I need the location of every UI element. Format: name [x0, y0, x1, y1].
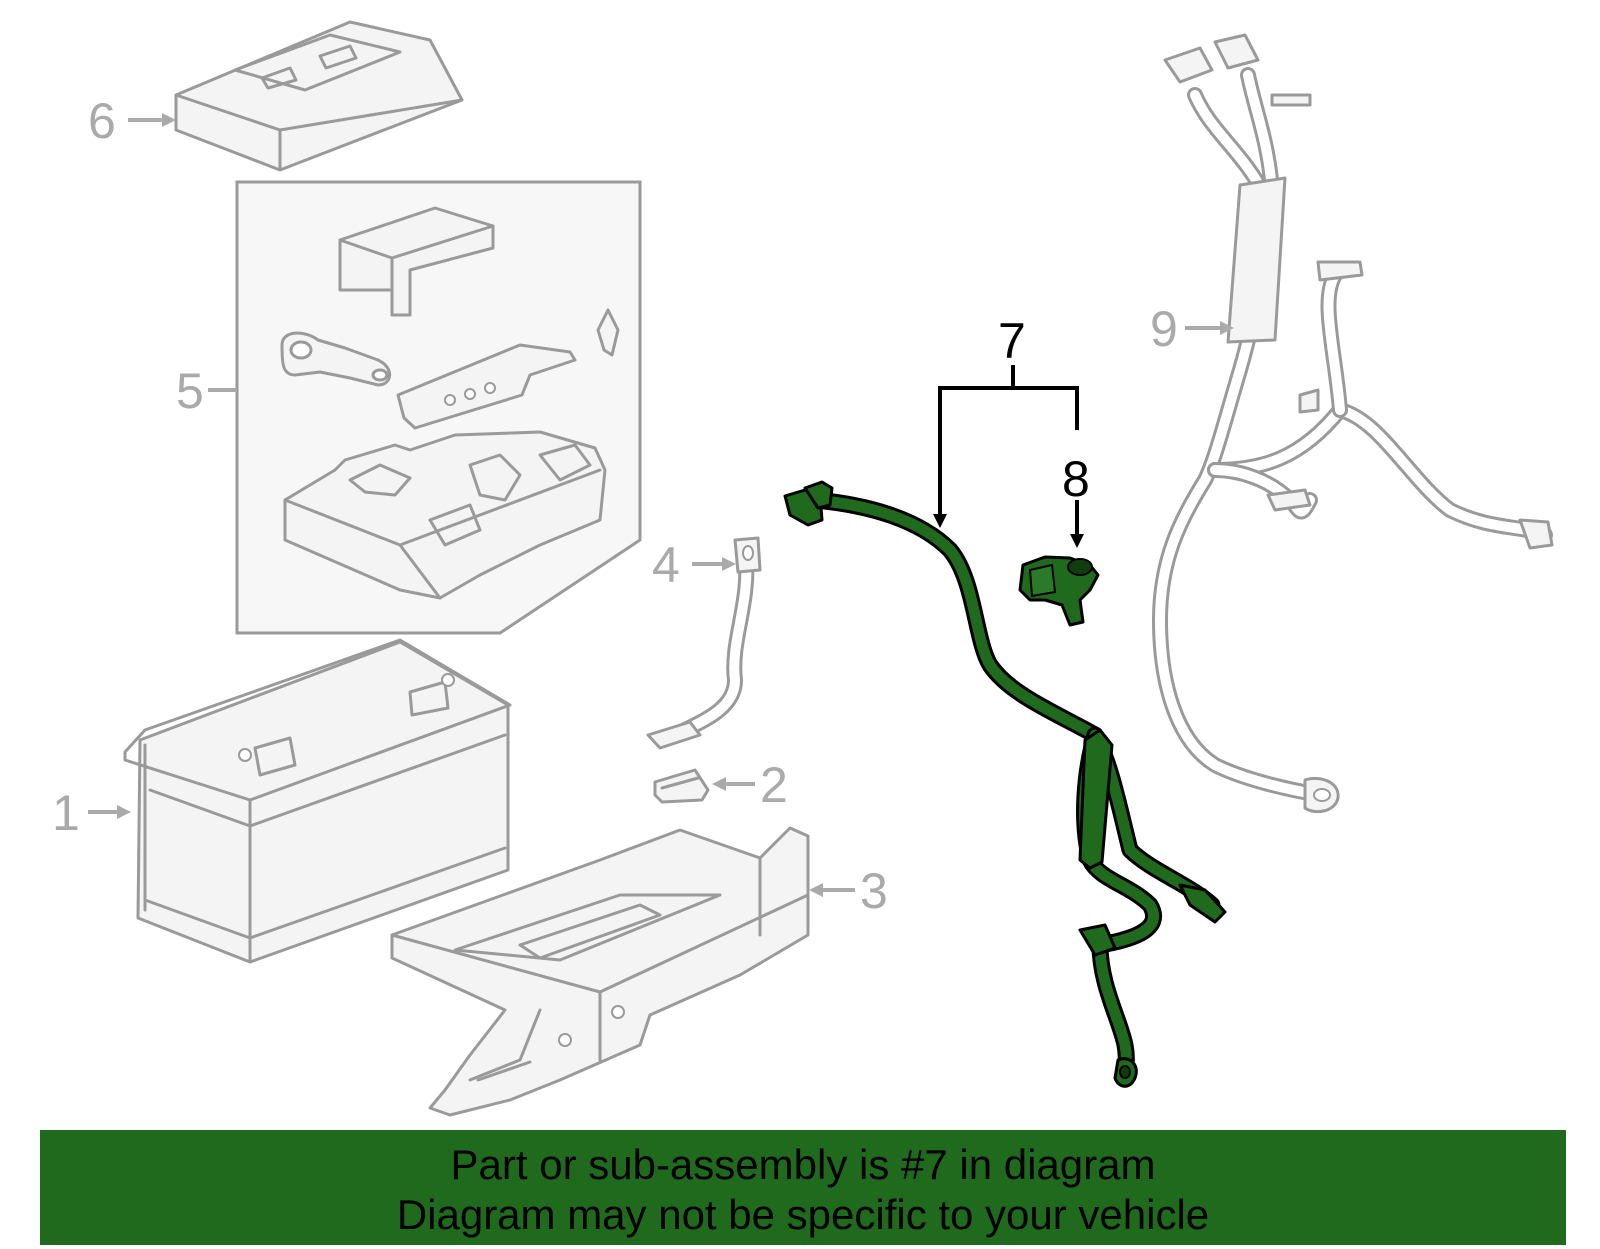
banner-line-2: Diagram may not be specific to your vehi… [396, 1191, 1210, 1238]
part-1-battery[interactable] [123, 638, 512, 964]
part-5-fuse-box[interactable] [235, 180, 642, 635]
callout-2: 2 [760, 757, 788, 813]
callout-9: 9 [1150, 301, 1178, 357]
callout-3: 3 [860, 863, 888, 919]
callout-4: 4 [652, 537, 680, 593]
callout-8: 8 [1062, 451, 1090, 507]
callout-labels: 6 5 4 2 1 3 9 7 8 [52, 93, 1178, 919]
part-9-harness[interactable] [1152, 33, 1554, 814]
info-banner: Part or sub-assembly is #7 in diagram Di… [40, 1130, 1566, 1245]
callout-7: 7 [998, 313, 1026, 369]
banner-line-1: Part or sub-assembly is #7 in diagram [450, 1141, 1156, 1188]
part-6-cover[interactable] [174, 20, 464, 172]
callout-5: 5 [176, 363, 204, 419]
part-2-cap[interactable] [653, 768, 710, 804]
part-3-tray[interactable] [390, 826, 810, 1117]
callout-6: 6 [88, 93, 116, 149]
part-7-cable[interactable] [783, 480, 1227, 1088]
part-4-cable[interactable] [646, 536, 762, 750]
leader-lines [88, 113, 1234, 897]
callout-1: 1 [52, 785, 80, 841]
part-8-sensor[interactable] [1018, 555, 1100, 627]
